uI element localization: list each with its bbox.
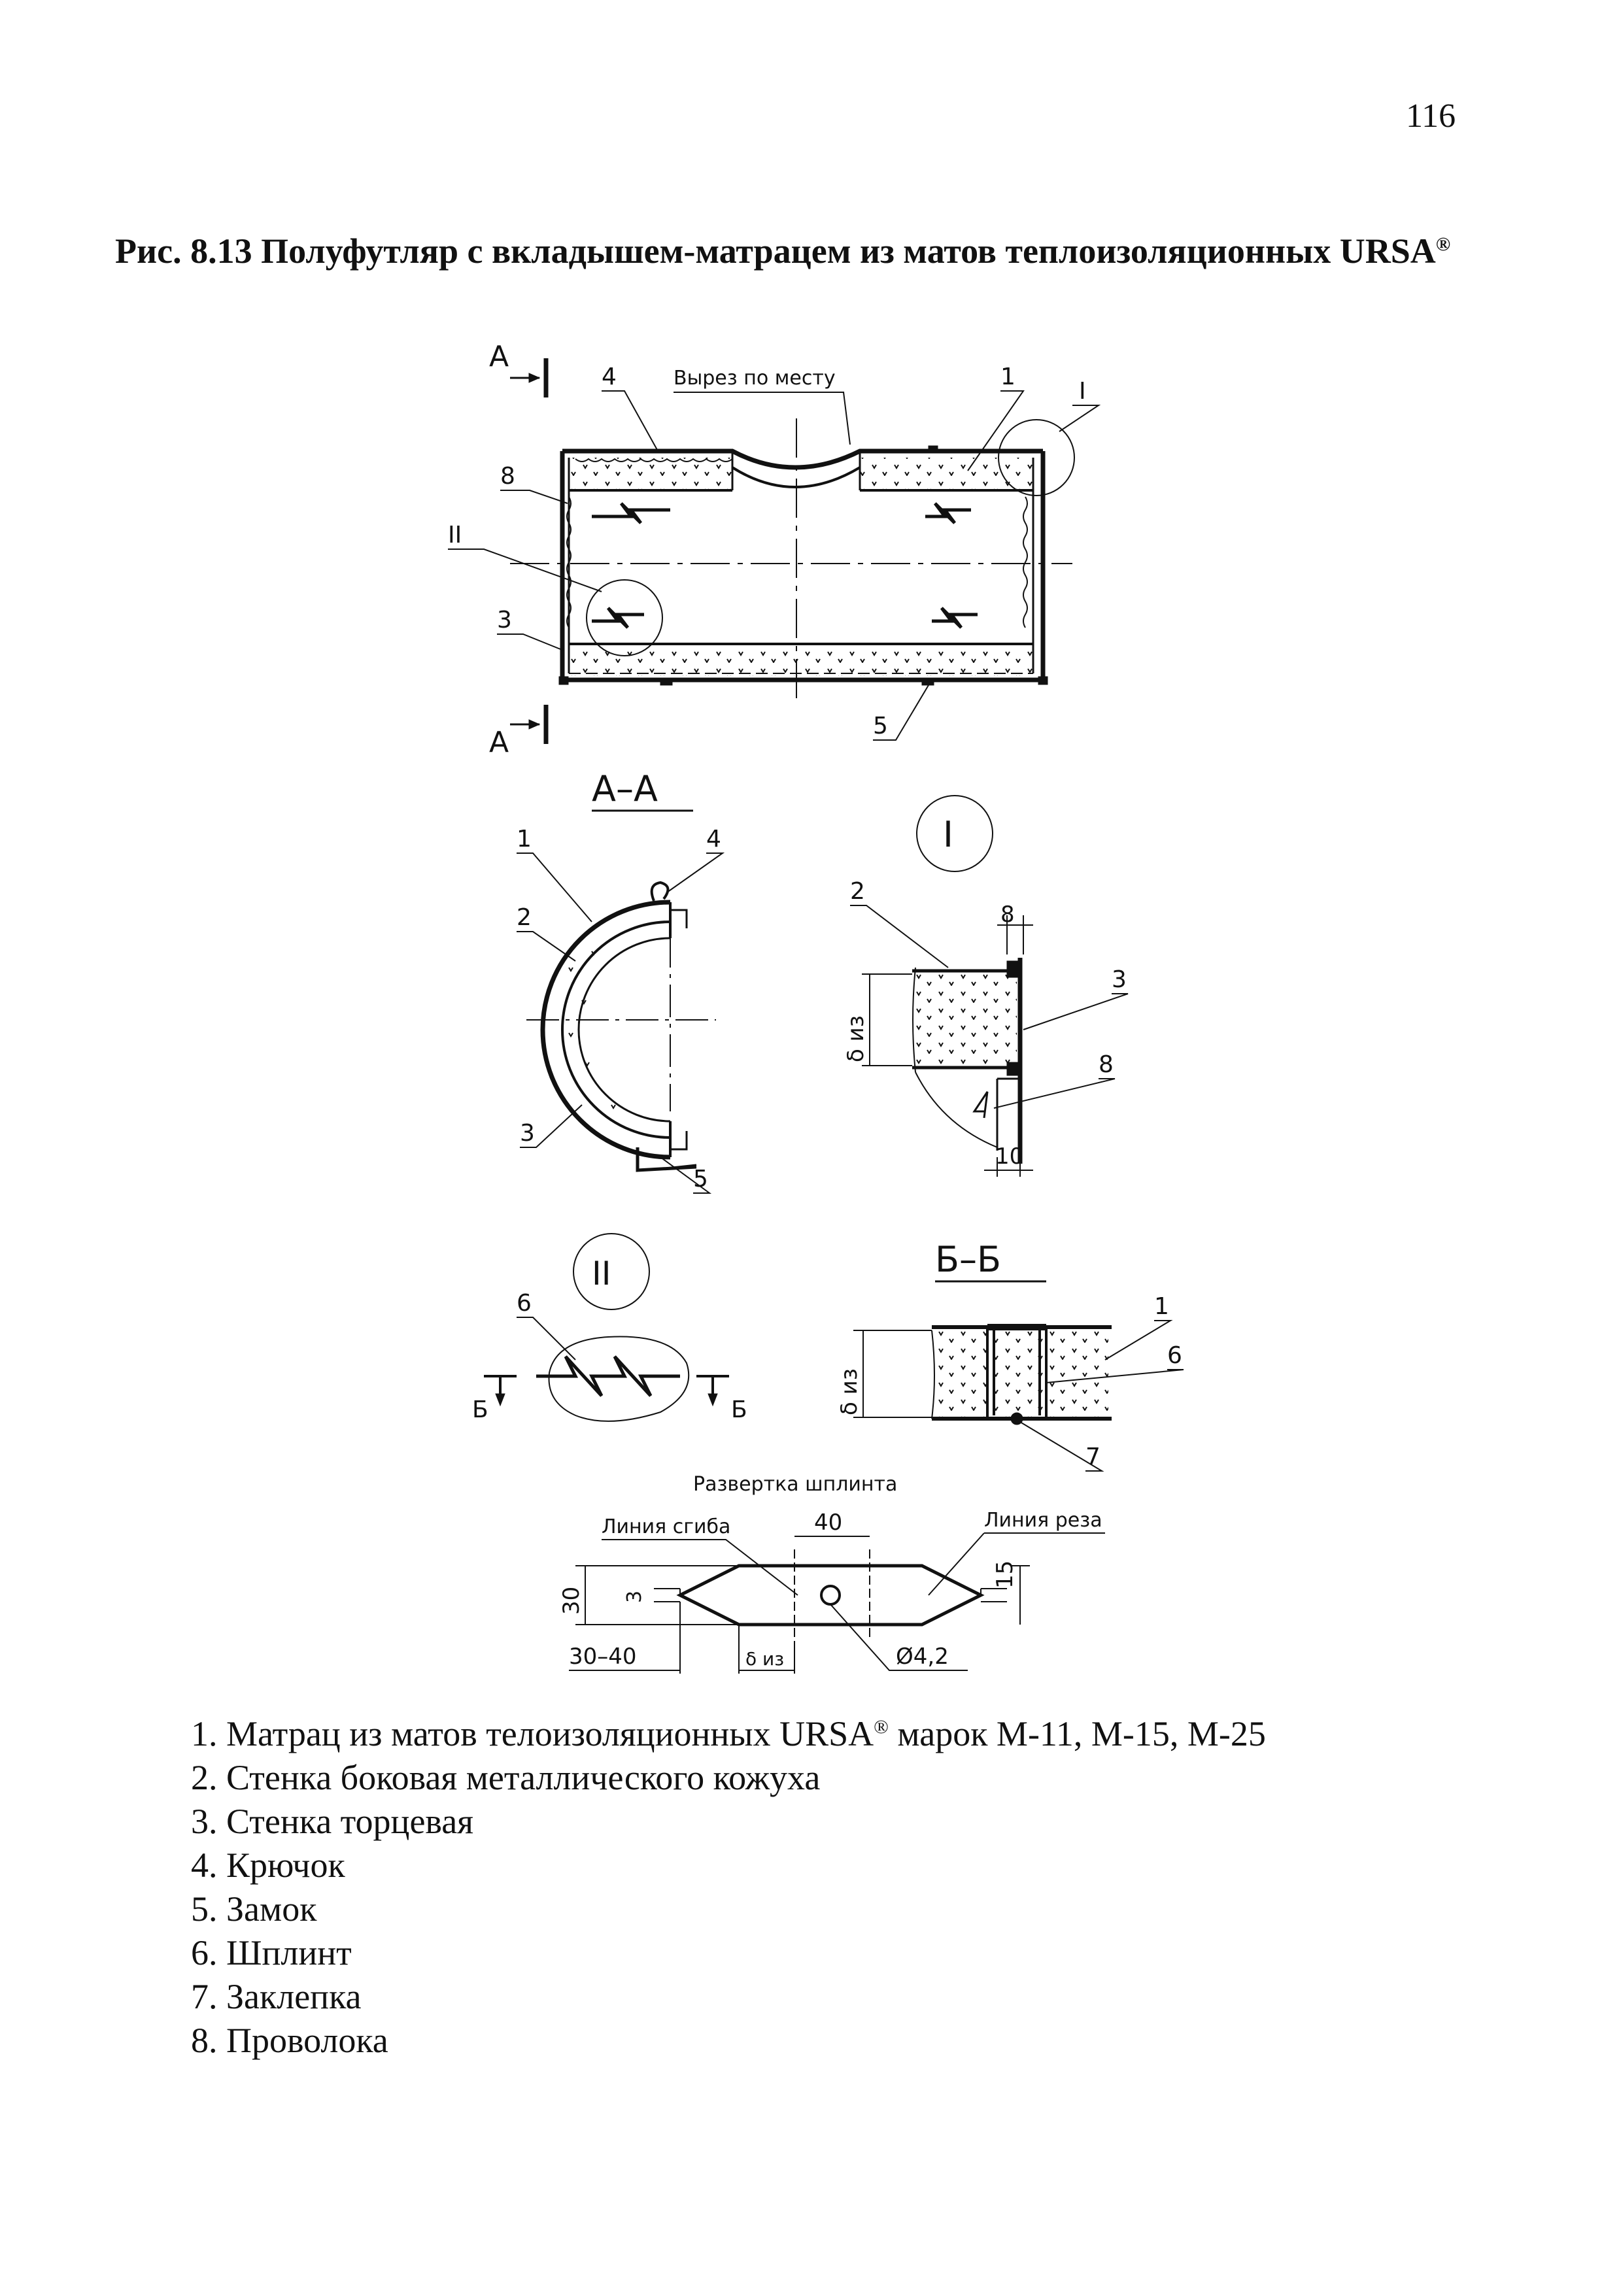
- II-pos-6: 6: [517, 1290, 532, 1317]
- dim-15: 15: [992, 1561, 1018, 1589]
- detail-II: II Б Б 6: [472, 1233, 747, 1423]
- bb-dim-delta: δ из: [836, 1368, 862, 1415]
- registered-mark: ®: [1435, 233, 1451, 255]
- section-b-right: Б: [731, 1396, 747, 1423]
- aa-pos-2: 2: [517, 904, 532, 931]
- legend-item: 4. Крючок: [191, 1846, 345, 1885]
- cotter-title: Развертка шплинта: [693, 1473, 897, 1496]
- section-a-top-label: А: [489, 340, 509, 373]
- main-pos-1: 1: [1000, 363, 1015, 390]
- cotter-pin-unfold: Развертка шплинта Линия сгиба Линия реза…: [558, 1473, 1105, 1674]
- bb-pos-6: 6: [1167, 1342, 1182, 1369]
- aa-pos-3: 3: [520, 1120, 535, 1147]
- main-pos-8: 8: [500, 463, 515, 490]
- dim-40: 40: [814, 1510, 842, 1536]
- dim-hole: Ø4,2: [896, 1644, 949, 1670]
- dim-30-40: 30–40: [569, 1644, 637, 1670]
- legend-item: 6. Шплинт: [191, 1933, 352, 1972]
- bend-line-label: Линия сгиба: [602, 1515, 730, 1538]
- bb-pos-1: 1: [1154, 1293, 1169, 1320]
- cut-line-label: Линия реза: [984, 1509, 1102, 1532]
- detail-I-dim-8: 8: [1000, 902, 1015, 928]
- I-pos-8: 8: [1099, 1051, 1114, 1078]
- legend-item: 7. Заклепка: [191, 1977, 362, 2016]
- main-pos-3: 3: [497, 607, 512, 633]
- section-bb: Б–Б δ из 1 6 7: [836, 1239, 1184, 1472]
- aa-pos-1: 1: [517, 826, 532, 853]
- section-bb-title: Б–Б: [935, 1239, 1001, 1280]
- legend-item: 5. Замок: [191, 1889, 317, 1929]
- section-b-left: Б: [472, 1396, 488, 1423]
- main-pos-5: 5: [873, 713, 888, 739]
- section-a-bottom-label: А: [489, 726, 509, 759]
- detail-I-mark: I: [1079, 378, 1086, 405]
- legend-item: 2. Стенка боковая металлического кожуха: [191, 1758, 821, 1797]
- cutout-note: Вырез по месту: [674, 367, 836, 390]
- figure-title: Рис. 8.13 Полуфутляр с вкладышем-матраце…: [115, 208, 1521, 288]
- legend-item: 3. Стенка торцевая: [191, 1802, 473, 1841]
- dim-3: 3: [623, 1591, 646, 1603]
- I-pos-2: 2: [850, 878, 865, 905]
- detail-I-dim-10: 10: [995, 1143, 1023, 1170]
- dim-delta-pin: δ из: [745, 1648, 784, 1670]
- section-aa-title: А–А: [592, 768, 658, 809]
- detail-II-mark: II: [448, 522, 462, 549]
- figure-title-text: Рис. 8.13 Полуфутляр с вкладышем-матраце…: [115, 231, 1436, 271]
- detail-I-dim-delta: δ из: [843, 1015, 869, 1062]
- section-aa: А–А 1 4 2 3 5: [517, 768, 725, 1194]
- aa-pos-5: 5: [693, 1166, 708, 1192]
- detail-I-title: I: [943, 814, 953, 855]
- aa-pos-4: 4: [706, 826, 721, 853]
- main-view: А А: [448, 340, 1101, 759]
- detail-II-title: II: [592, 1255, 611, 1292]
- I-pos-3: 3: [1112, 966, 1127, 993]
- legend-list: 1. Матрац из матов телоизоляционных URSA…: [191, 1705, 1266, 2063]
- technical-drawing: А А: [448, 340, 1184, 1674]
- legend-item: 1. Матрац из матов телоизоляционных URSA…: [191, 1714, 1266, 1753]
- main-pos-4: 4: [602, 363, 617, 390]
- page-number: 116: [1406, 97, 1456, 135]
- legend-item: 8. Проволока: [191, 2021, 388, 2060]
- dim-30: 30: [558, 1587, 585, 1615]
- detail-I: I δ из 8 10 2 3 8: [843, 795, 1129, 1177]
